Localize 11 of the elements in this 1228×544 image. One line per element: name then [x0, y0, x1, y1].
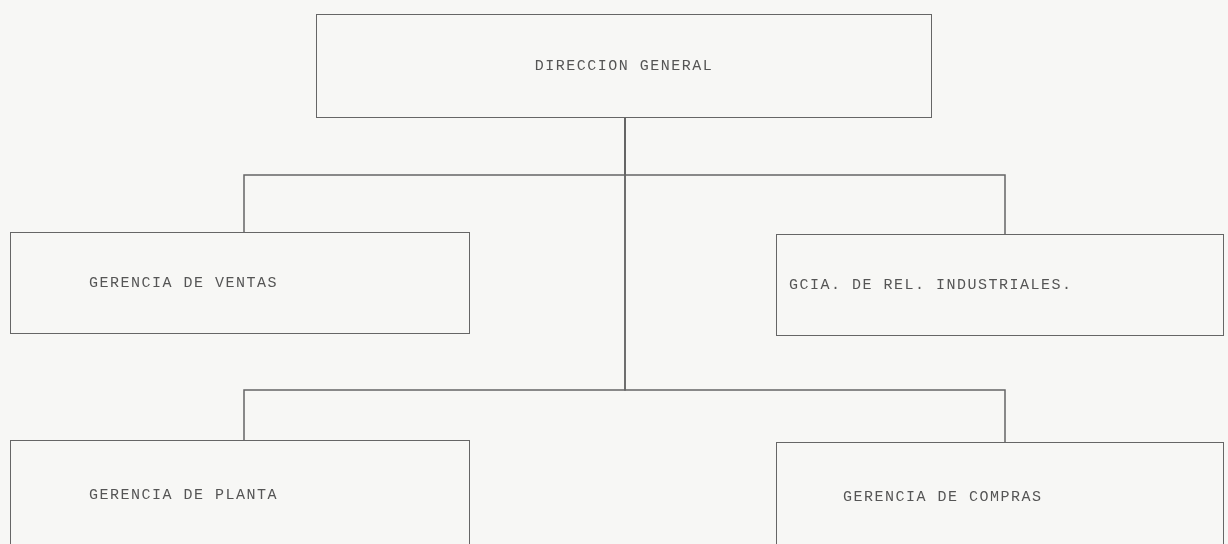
- box-label: GERENCIA DE VENTAS: [89, 274, 279, 292]
- org-box: [316, 14, 932, 118]
- org-box: [10, 232, 470, 334]
- connector-line: [624, 117, 1006, 443]
- box-label: DIRECCION GENERAL: [534, 57, 714, 75]
- org-box: [10, 440, 470, 544]
- box-label: GERENCIA DE PLANTA: [89, 486, 279, 504]
- org-box: [776, 442, 1224, 544]
- box-label: GERENCIA DE COMPRAS: [843, 488, 1043, 506]
- box-label: GCIA. DE REL. INDUSTRIALES.: [789, 276, 1073, 294]
- org-box: [776, 234, 1224, 336]
